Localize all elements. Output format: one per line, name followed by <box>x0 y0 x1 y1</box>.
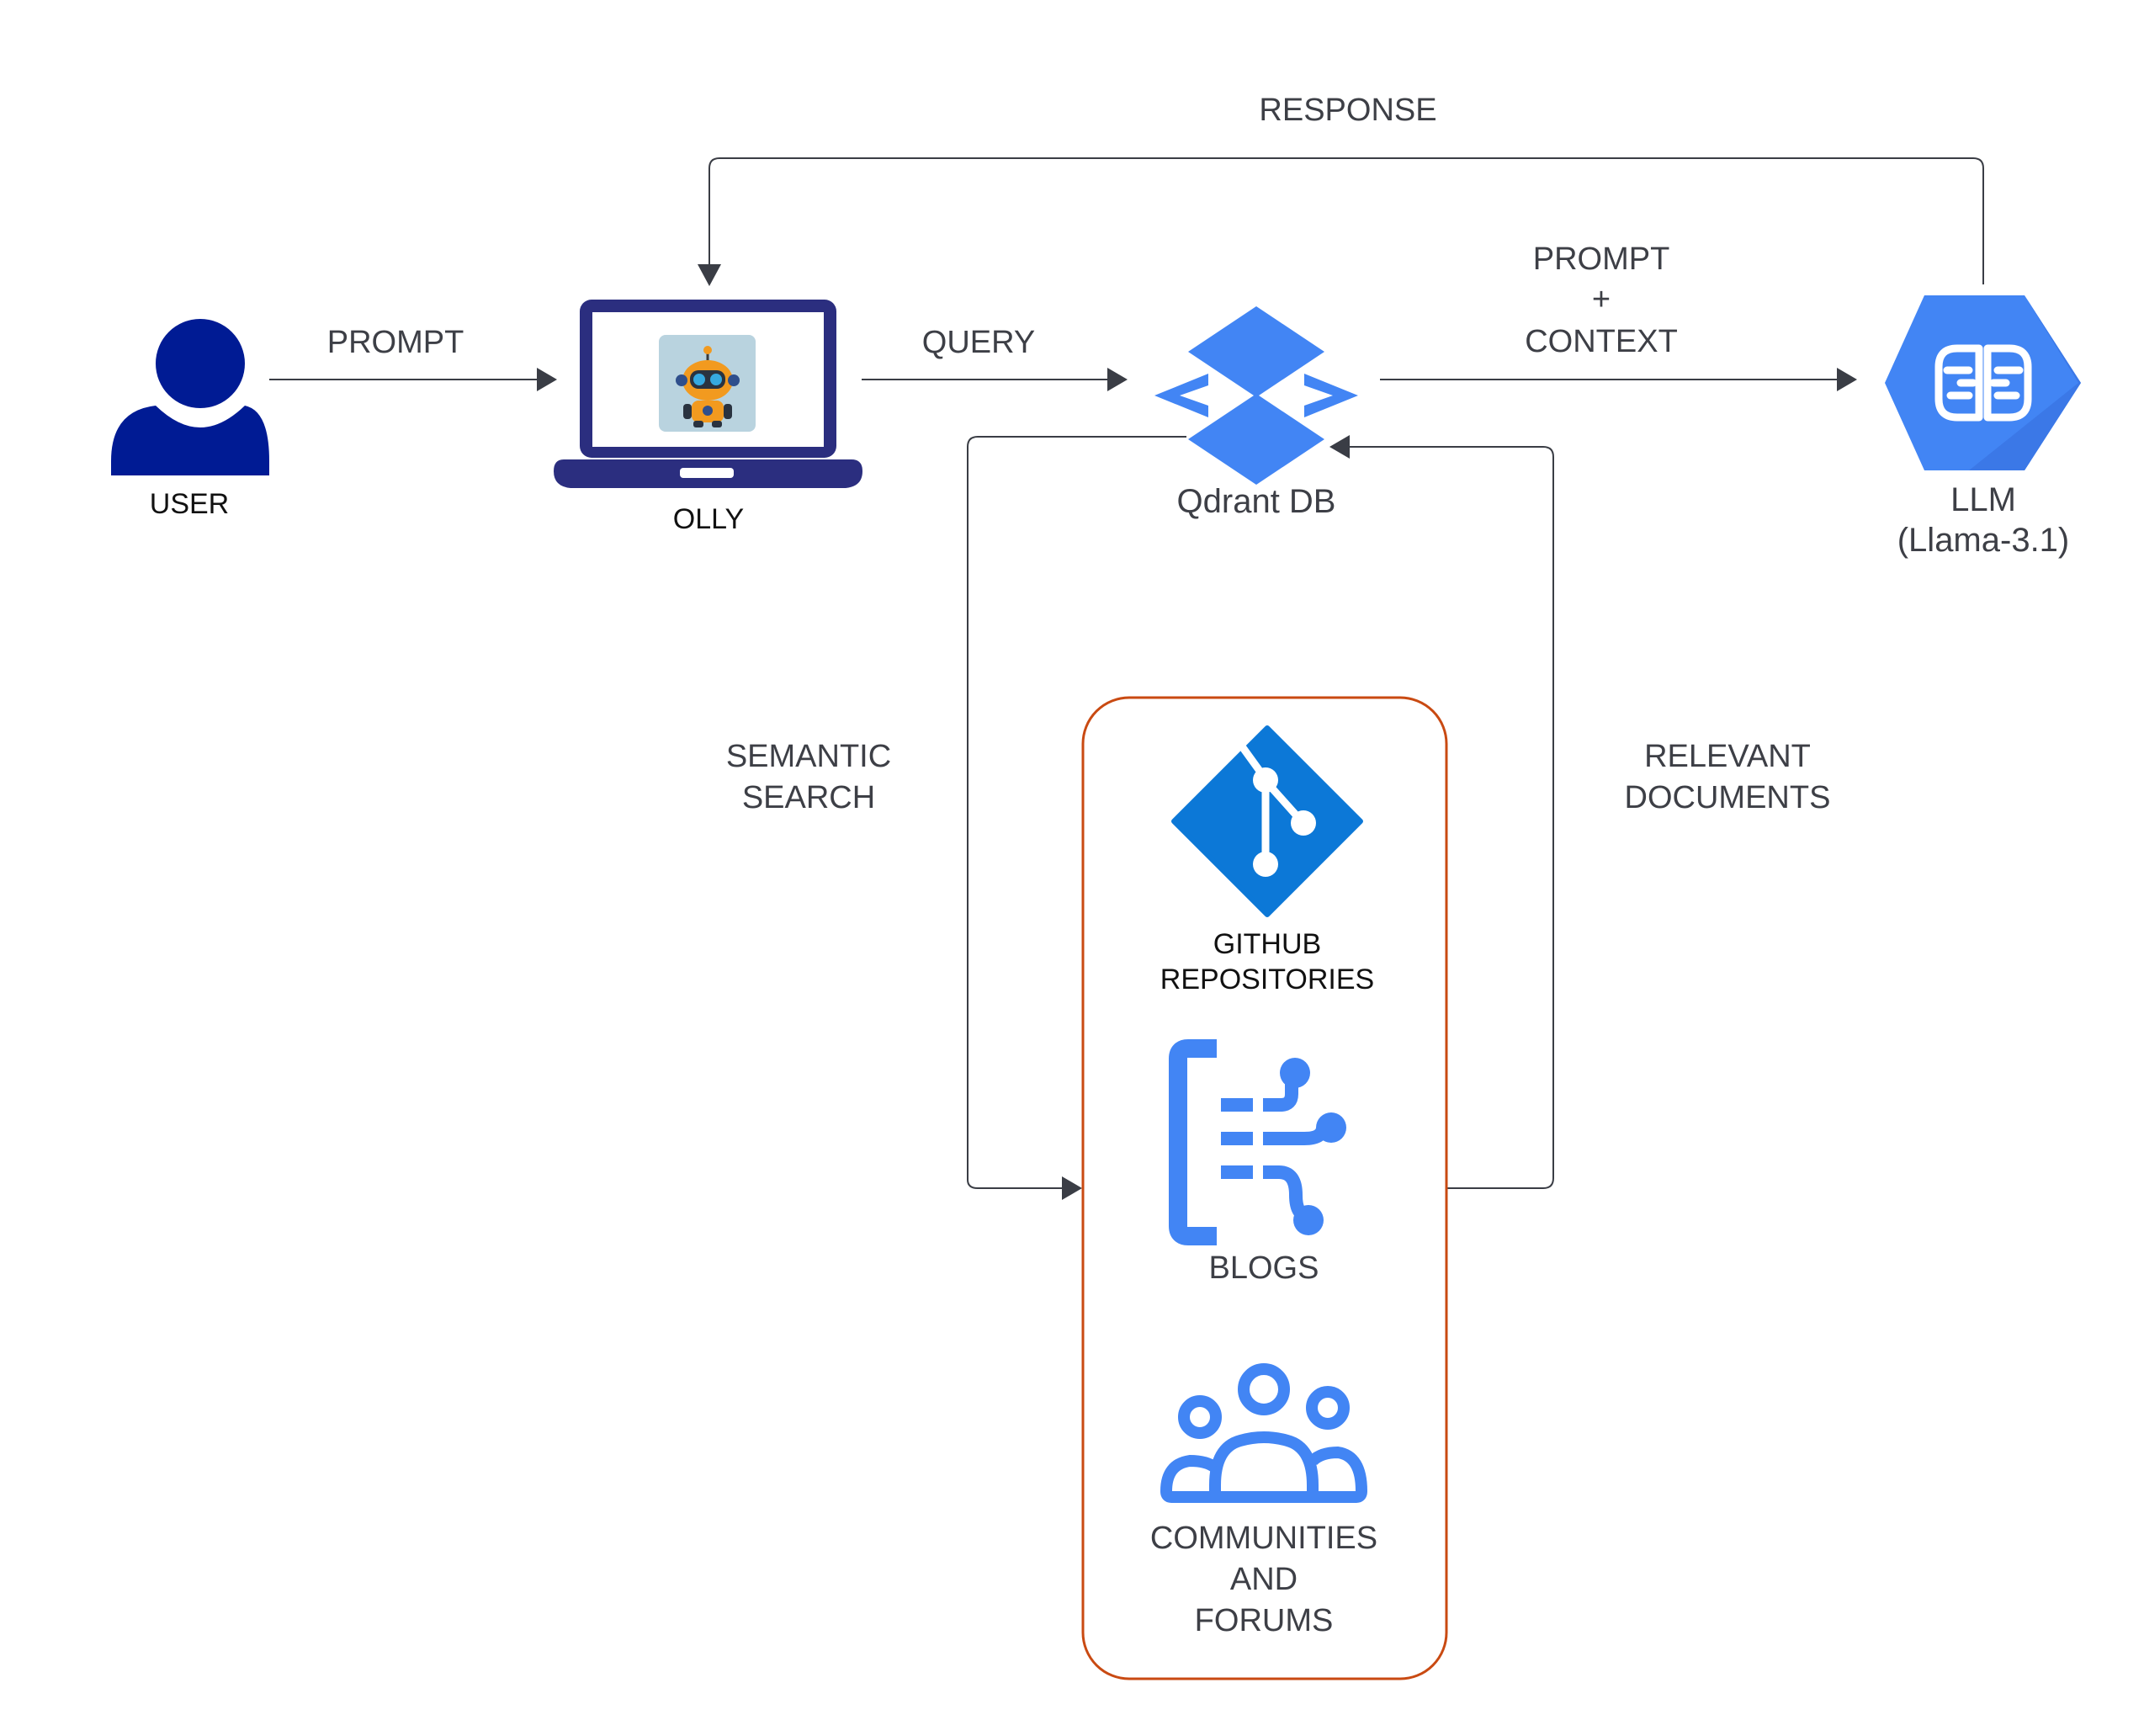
communities-label-line3: FORUMS <box>1195 1603 1334 1638</box>
olly-label: OLLY <box>673 503 744 535</box>
connector-qdrant-to-llm <box>1380 368 1857 391</box>
edge-label-prompt-context-line1: PROMPT <box>1533 242 1670 277</box>
github-label-line1: GITHUB <box>1213 928 1321 960</box>
edge-label-relevant-documents: RELEVANT DOCUMENTS <box>1625 739 1831 815</box>
edge-label-query: QUERY <box>922 325 1035 360</box>
communities-label-line2: AND <box>1230 1562 1298 1597</box>
edge-label-relevant-documents-line1: RELEVANT <box>1644 739 1811 774</box>
edge-label-prompt: PROMPT <box>327 325 464 360</box>
user-silhouette-icon <box>111 319 269 475</box>
github-label-line2: REPOSITORIES <box>1160 964 1374 995</box>
edge-label-relevant-documents-line2: DOCUMENTS <box>1625 780 1831 815</box>
data-sources-group: GITHUB REPOSITORIES BLOGS <box>1081 696 1448 1680</box>
edge-label-prompt-context: PROMPT + CONTEXT <box>1525 242 1678 359</box>
edge-label-semantic-search-line1: SEMANTIC <box>726 739 891 774</box>
communities-label-line1: COMMUNITIES <box>1150 1521 1377 1556</box>
data-sources-container <box>1081 696 1448 1680</box>
git-icon <box>1171 725 1363 917</box>
llm-model-label: (Llama-3.1) <box>1897 522 2070 559</box>
edge-label-semantic-search: SEMANTIC SEARCH <box>726 739 891 815</box>
ai-brain-icon <box>1885 295 2081 470</box>
blogs-label: BLOGS <box>1209 1250 1319 1286</box>
connector-user-to-olly <box>269 368 557 391</box>
document-tree-icon <box>1169 1039 1346 1245</box>
edge-label-prompt-context-line3: CONTEXT <box>1525 324 1678 359</box>
llm-node: LLM (Llama-3.1) <box>1885 295 2081 559</box>
connector-olly-to-qdrant <box>862 368 1128 391</box>
qdrant-logo-icon <box>1154 306 1358 485</box>
connector-sources-to-qdrant <box>1329 435 1554 1189</box>
github-source: GITHUB REPOSITORIES <box>1160 725 1374 995</box>
blogs-source: BLOGS <box>1169 1039 1346 1286</box>
connector-llm-to-olly <box>698 157 1984 286</box>
robot-avatar-icon <box>659 335 756 432</box>
communities-source: COMMUNITIES AND FORUMS <box>1150 1363 1377 1638</box>
people-group-icon <box>1160 1363 1368 1503</box>
edge-label-prompt-context-line2: + <box>1592 282 1611 317</box>
qdrant-label: Qdrant DB <box>1177 483 1336 520</box>
llm-label: LLM <box>1950 481 2016 518</box>
edge-label-response: RESPONSE <box>1259 93 1436 128</box>
edge-label-semantic-search-line2: SEARCH <box>742 780 875 815</box>
olly-node: OLLY <box>554 300 862 535</box>
qdrant-node: Qdrant DB <box>1154 306 1358 520</box>
user-node: USER <box>111 319 269 520</box>
laptop-robot-icon <box>554 300 862 488</box>
user-label: USER <box>150 488 229 520</box>
connector-qdrant-to-sources <box>967 436 1186 1200</box>
